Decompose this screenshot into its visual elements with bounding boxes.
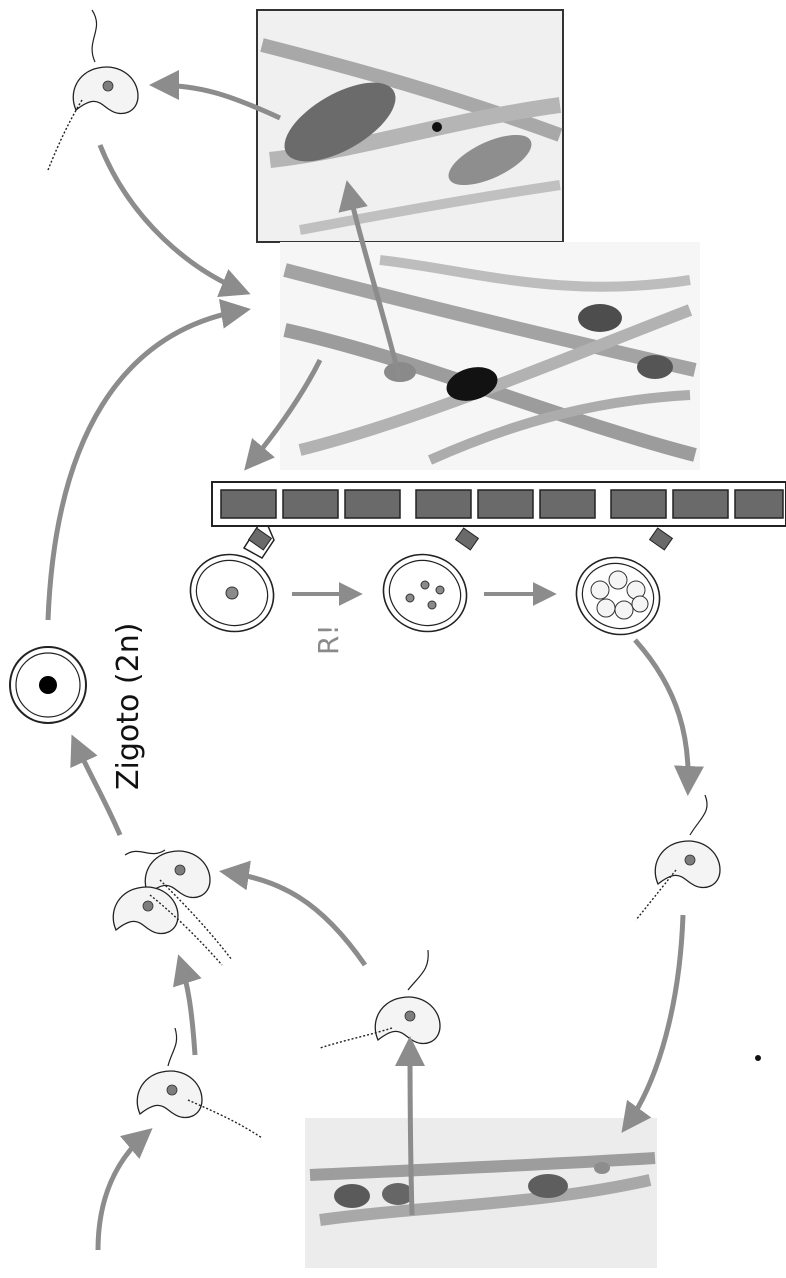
arrow-zoospore-to-filaments: [100, 145, 245, 292]
arrow-sporangium-to-zoospore: [635, 640, 688, 790]
gamete-middle: [320, 950, 440, 1048]
zoospore-right: [636, 795, 720, 920]
sporangium-stage-2: [373, 528, 479, 643]
micrograph-gametangia: [305, 1118, 657, 1268]
arrow-incoming-bottom: [98, 1132, 148, 1250]
arrow-gamete-to-fusion: [225, 872, 365, 965]
gamete-bottom-left: [137, 1028, 262, 1138]
arrow-zoospore-to-gametangia: [625, 915, 683, 1128]
speck: [755, 1055, 761, 1061]
zygote: [10, 647, 86, 723]
gametes-fusing: [113, 850, 232, 965]
zygote-label: Zigoto (2n): [111, 623, 146, 790]
arrow-gametangia-to-gamete: [410, 1042, 412, 1215]
filament-cells: [212, 482, 786, 526]
sporangium-stage-3: [566, 528, 673, 646]
meiosis-label: R!: [312, 624, 345, 655]
micrograph-filaments: [280, 242, 700, 470]
micrograph-sporangium-closeup: [257, 10, 563, 242]
zoospore-top-left: [48, 10, 138, 170]
sporangium-stage-1: [180, 526, 285, 643]
arrow-gamete-left-to-fusion: [180, 960, 195, 1055]
